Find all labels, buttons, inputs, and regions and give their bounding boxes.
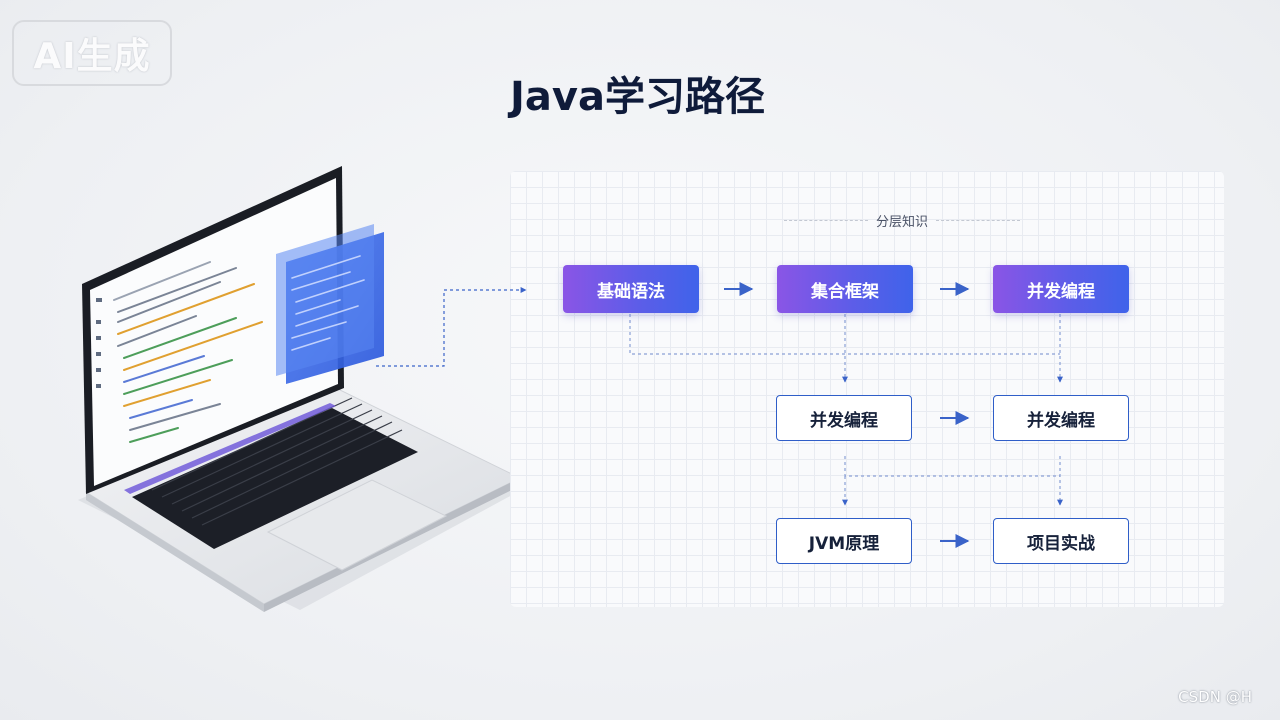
ai-generated-badge: AI生成 [12, 20, 172, 86]
node-concurrency-left: 并发编程 [776, 395, 912, 441]
node-concurrency-right: 并发编程 [993, 395, 1129, 441]
watermark: CSDN @H [1178, 688, 1252, 706]
page-title: Java学习路径 [510, 74, 765, 120]
node-collections: 集合框架 [777, 265, 913, 313]
layer-label: 分层知识 [776, 211, 1028, 230]
node-jvm: JVM原理 [776, 518, 912, 564]
node-basic-syntax: 基础语法 [563, 265, 699, 313]
node-project: 项目实战 [993, 518, 1129, 564]
node-concurrency-top: 并发编程 [993, 265, 1129, 313]
